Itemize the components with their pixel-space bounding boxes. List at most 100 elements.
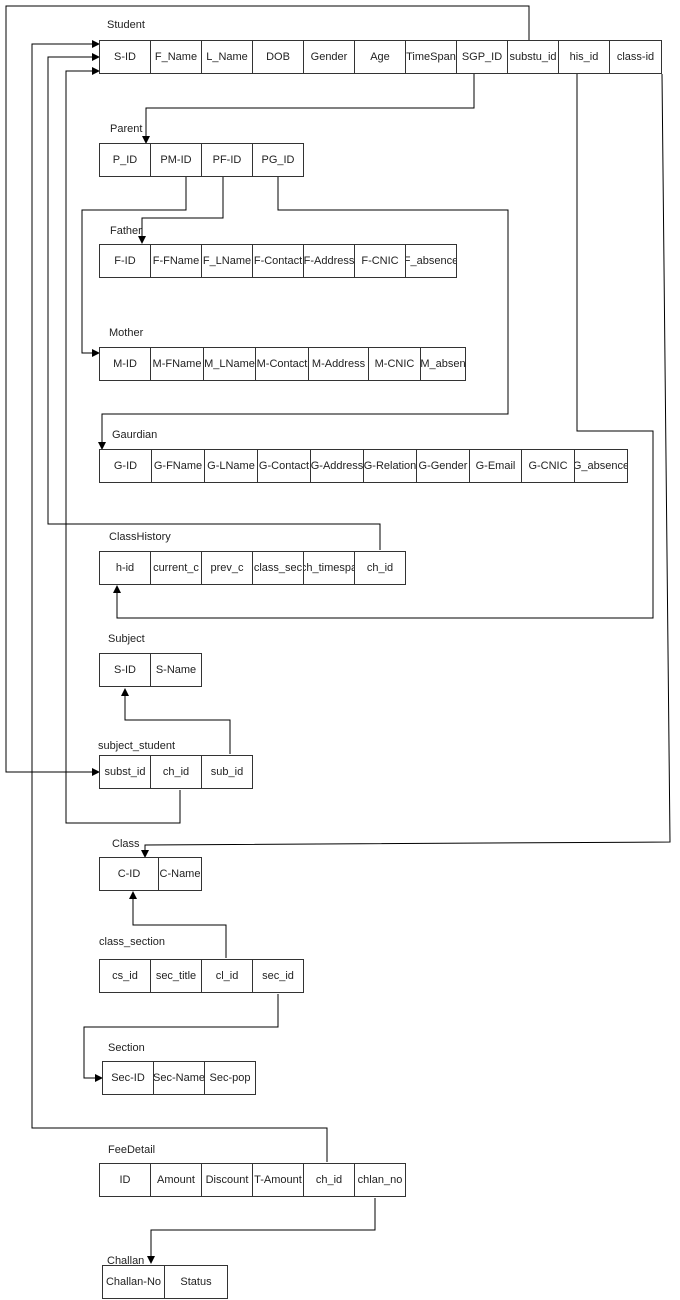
table-title: class_section [99, 936, 166, 948]
column-cell: DOB [253, 40, 304, 74]
column-cell: sec_title [151, 959, 202, 993]
column-cell: M-ID [99, 347, 151, 381]
link-classhistory-to-student [47, 53, 381, 550]
column-cell: Status [165, 1265, 228, 1299]
column-cell: prev_c [202, 551, 253, 585]
table-columns: S-ID F_Name L_Name DOB Gender Age TimeSp… [99, 40, 662, 74]
column-cell: Sec-pop [205, 1061, 256, 1095]
table-columns: P_ID PM-ID PF-ID PG_ID [99, 143, 304, 177]
column-cell: M-Contact [256, 347, 309, 381]
table-title: Father [110, 225, 142, 237]
column-cell: cl_id [202, 959, 253, 993]
column-cell: Challan-No [102, 1265, 165, 1299]
table-title: Student [107, 19, 145, 31]
column-cell: C-ID [99, 857, 159, 891]
column-cell: substu_id [508, 40, 559, 74]
column-cell: Discount [202, 1163, 253, 1197]
table-columns: Sec-ID Sec-Name Sec-pop [102, 1061, 256, 1095]
table-title: Class [112, 838, 140, 850]
table-columns: Challan-No Status [102, 1265, 228, 1299]
table-title: Challan [107, 1255, 145, 1267]
column-cell: ch_id [151, 755, 202, 789]
column-cell: F-Contact [253, 244, 304, 278]
column-cell: G-Address [311, 449, 364, 483]
column-cell: TimeSpan [406, 40, 457, 74]
column-cell: M_absen [421, 347, 466, 381]
column-cell: ID [99, 1163, 151, 1197]
column-cell: Age [355, 40, 406, 74]
column-cell: G-ID [99, 449, 152, 483]
column-cell: current_c [151, 551, 202, 585]
table-columns: M-ID M-FName M_LName M-Contact M-Address… [99, 347, 466, 381]
column-cell: G-Contact [258, 449, 311, 483]
column-cell: F_Name [151, 40, 202, 74]
column-cell: P_ID [99, 143, 151, 177]
link-parent-pg-to-gaurdian [98, 177, 509, 450]
link-student-sgp-to-parent [142, 74, 475, 144]
table-columns: G-ID G-FName G-LName G-Contact G-Address… [99, 449, 628, 483]
link-subjectstudent-to-subject [121, 688, 231, 754]
column-cell: S-ID [99, 653, 151, 687]
link-feedetail-to-student [31, 40, 328, 1162]
column-cell: G-LName [205, 449, 258, 483]
column-cell: class-id [610, 40, 662, 74]
link-parent-pf-to-father [138, 177, 224, 244]
table-columns: subst_id ch_id sub_id [99, 755, 253, 789]
column-cell: M_LName [204, 347, 256, 381]
column-cell: PG_ID [253, 143, 304, 177]
column-cell: F-Address [304, 244, 355, 278]
table-title: Parent [110, 123, 143, 135]
column-cell: ch_id [355, 551, 406, 585]
column-cell: F_absence [406, 244, 457, 278]
table-title: Section [108, 1042, 145, 1054]
table-columns: ID Amount Discount T-Amount ch_id chlan_… [99, 1163, 406, 1197]
column-cell: G-Relation [364, 449, 417, 483]
table-columns: cs_id sec_title cl_id sec_id [99, 959, 304, 993]
column-cell: L_Name [202, 40, 253, 74]
column-cell: M-CNIC [369, 347, 421, 381]
link-subjectstudent-ch-to-student [65, 67, 181, 824]
link-classsection-to-class [129, 891, 227, 958]
column-cell: G-Email [470, 449, 522, 483]
column-cell: F-FName [151, 244, 202, 278]
column-cell: C-Name [159, 857, 202, 891]
column-cell: F_LName [202, 244, 253, 278]
table-title: Subject [108, 633, 145, 645]
column-cell: F-CNIC [355, 244, 406, 278]
table-title: Gaurdian [112, 429, 158, 441]
column-cell: Amount [151, 1163, 202, 1197]
table-title: Mother [109, 327, 144, 339]
column-cell: T-Amount [253, 1163, 304, 1197]
column-cell: his_id [559, 40, 610, 74]
column-cell: PM-ID [151, 143, 202, 177]
column-cell: Gender [304, 40, 355, 74]
table-columns: h-id current_c prev_c class_sec ch_times… [99, 551, 406, 585]
column-cell: SGP_ID [457, 40, 508, 74]
link-feedetail-to-challan [147, 1198, 376, 1264]
table-columns: F-ID F-FName F_LName F-Contact F-Address… [99, 244, 457, 278]
column-cell: ch_id [304, 1163, 355, 1197]
link-classsection-to-section [83, 994, 279, 1082]
table-columns: C-ID C-Name [99, 857, 202, 891]
column-cell: subst_id [99, 755, 151, 789]
column-cell: sub_id [202, 755, 253, 789]
column-cell: class_sec [253, 551, 304, 585]
column-cell: S-ID [99, 40, 151, 74]
column-cell: h-id [99, 551, 151, 585]
column-cell: ch_timespa [304, 551, 355, 585]
column-cell: F-ID [99, 244, 151, 278]
column-cell: sec_id [253, 959, 304, 993]
link-parent-pm-to-mother [81, 177, 187, 357]
table-title: ClassHistory [109, 531, 171, 543]
table-title: FeeDetail [108, 1144, 156, 1156]
table-title: subject_student [98, 740, 176, 752]
column-cell: Sec-ID [102, 1061, 154, 1095]
column-cell: S-Name [151, 653, 202, 687]
column-cell: G_absence [575, 449, 628, 483]
column-cell: chlan_no [355, 1163, 406, 1197]
table-columns: S-ID S-Name [99, 653, 202, 687]
column-cell: cs_id [99, 959, 151, 993]
column-cell: G-CNIC [522, 449, 575, 483]
column-cell: M-Address [309, 347, 369, 381]
